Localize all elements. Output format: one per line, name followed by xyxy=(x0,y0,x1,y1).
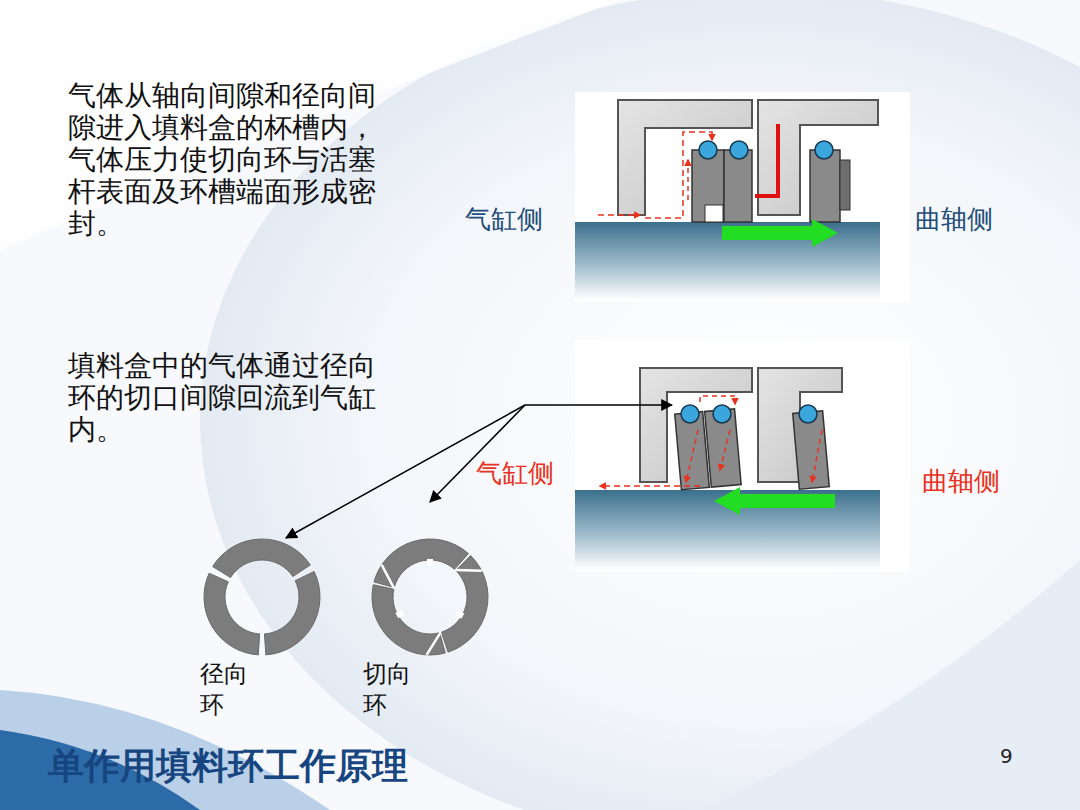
body-text: 填料盒中的气体通过径向 环的切口间隙回流到气缸 内。 xyxy=(68,350,410,446)
side-label: 曲轴侧 xyxy=(915,204,1035,235)
side-label: 曲轴侧 xyxy=(922,466,1042,497)
body-text: 气体从轴向间隙和径向间 隙进入填料盒的杯槽内， 气体压力使切向环与活塞 杆表面及… xyxy=(68,80,410,240)
ring-label: 径向 环 xyxy=(200,659,258,721)
slide-title: 单作用填料环工作原理 xyxy=(48,742,408,791)
page-number: 9 xyxy=(1000,744,1030,768)
side-label: 气缸侧 xyxy=(476,458,576,489)
ring-label: 切向 环 xyxy=(363,659,421,721)
ring-icon: 切向 环 xyxy=(360,535,500,725)
ring-icon: 径向 环 xyxy=(198,535,326,725)
side-label: 气缸侧 xyxy=(465,204,585,235)
